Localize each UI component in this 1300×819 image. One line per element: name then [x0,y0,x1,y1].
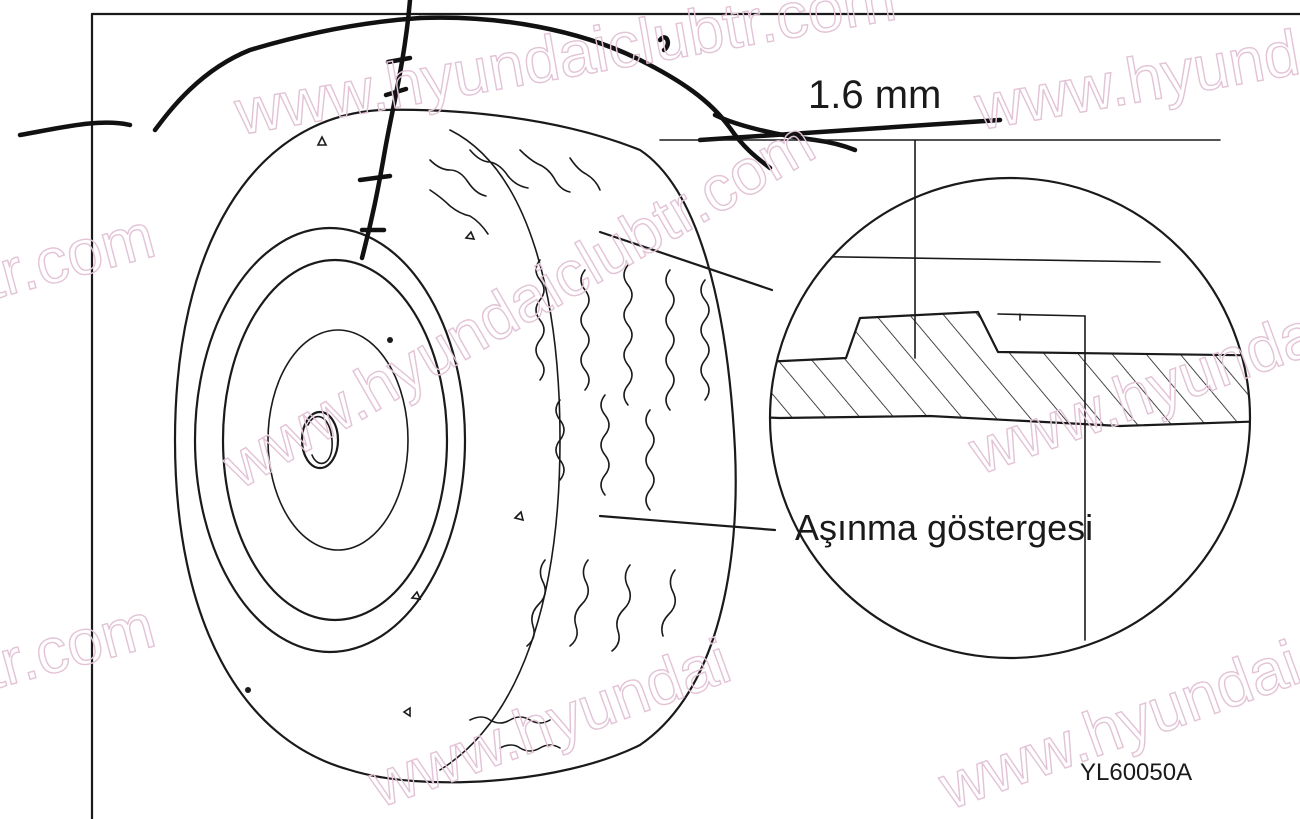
watermark: tr.com [0,589,162,704]
watermark: www.hyundai [929,627,1300,819]
tread-grooves [429,149,710,752]
tread-depth-gauge-sketch [17,0,1003,261]
figure-frame [90,12,1300,819]
watermark: www.hyundai [969,7,1300,144]
wear-indicator-label: Aşınma göstergesi [795,507,1093,548]
rim-inner [221,258,449,622]
sidewall-curve [439,129,561,771]
magnified-detail [598,139,1252,660]
rim-outer [193,226,467,654]
watermark: www.hyundai [359,625,739,819]
callout-pointer [598,230,777,532]
figure-code: YL60050A [1080,759,1192,786]
tire-outline [173,108,737,784]
tread-base [770,413,1250,428]
wheel-hub [300,410,340,470]
tread-surface [770,310,1250,367]
watermark: tr.com [0,199,162,314]
rim-ring [267,329,409,551]
dimension-label: 1.6 mm [808,73,941,117]
